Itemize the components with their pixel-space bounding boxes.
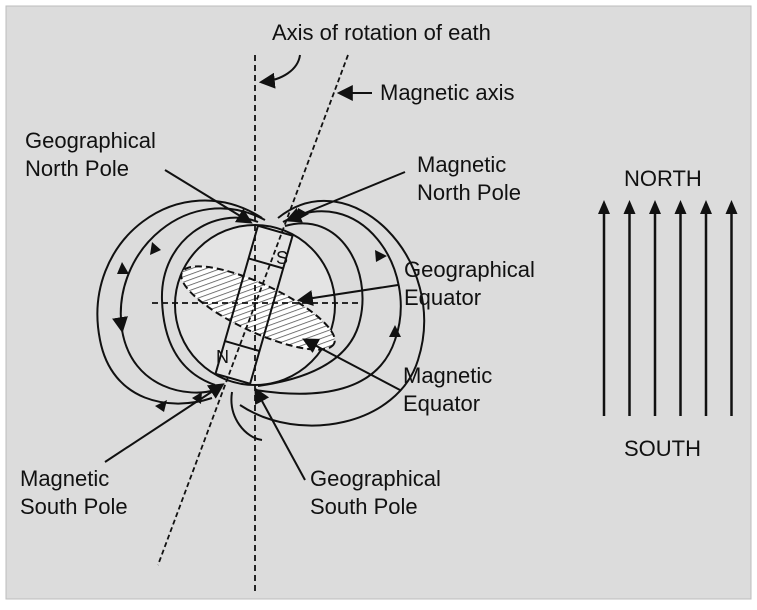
pointer-mag-north bbox=[285, 171, 406, 223]
magnet-south-pole-letter: S bbox=[276, 248, 288, 268]
field-line-left-3 bbox=[96, 199, 263, 405]
label-geo-equator-line2: Equator bbox=[404, 285, 481, 310]
field-arrow-right bbox=[389, 325, 401, 337]
label-rotation-axis: Axis of rotation of eath bbox=[272, 20, 491, 45]
field-arrow-mid-left bbox=[150, 242, 161, 255]
uniform-field-arrows bbox=[598, 200, 738, 416]
label-mag-south-line2: South Pole bbox=[20, 494, 128, 519]
magnetic-equator-band bbox=[180, 265, 336, 351]
label-south: SOUTH bbox=[624, 436, 701, 461]
field-line-right-2 bbox=[257, 222, 364, 387]
label-geo-north-line2: North Pole bbox=[25, 156, 129, 181]
bar-magnet-body bbox=[214, 224, 294, 385]
field-line-bottom-loop bbox=[230, 391, 263, 441]
label-mag-north-line1: Magnetic bbox=[417, 152, 506, 177]
label-mag-south-line1: Magnetic bbox=[20, 466, 109, 491]
pointer-mag-equator bbox=[302, 338, 401, 391]
field-arrow-lower-left bbox=[155, 400, 167, 412]
pointer-geo-south bbox=[254, 387, 306, 481]
label-geo-south-line2: South Pole bbox=[310, 494, 418, 519]
field-arrow-head bbox=[674, 200, 687, 214]
field-arrow-head bbox=[649, 200, 661, 214]
label-mag-equator-line2: Equator bbox=[403, 391, 480, 416]
label-geo-equator-line1: Geographical bbox=[404, 257, 535, 282]
label-north: NORTH bbox=[624, 166, 702, 191]
label-mag-equator-line1: Magnetic bbox=[403, 363, 492, 388]
pointer-lines bbox=[104, 54, 406, 481]
pointer-geo-north bbox=[164, 169, 253, 224]
field-arrow-head bbox=[623, 200, 636, 214]
diagram-background bbox=[5, 5, 752, 600]
magnet-north-pole-letter: N bbox=[216, 347, 229, 367]
field-lines bbox=[96, 199, 425, 441]
field-line-left-2 bbox=[160, 216, 259, 386]
label-mag-north-line2: North Pole bbox=[417, 180, 521, 205]
magnetic-axis-line bbox=[157, 54, 349, 566]
field-arrow-head bbox=[700, 200, 712, 214]
pointer-rotation-axis bbox=[258, 54, 301, 89]
bar-magnet-divider-bottom bbox=[224, 340, 260, 352]
field-line-right-3 bbox=[239, 199, 425, 427]
label-geo-south-line1: Geographical bbox=[310, 466, 441, 491]
field-arrow-head bbox=[725, 200, 738, 214]
field-arrow-head bbox=[598, 200, 610, 214]
field-arrow-upper-left bbox=[117, 262, 129, 274]
label-magnetic-axis: Magnetic axis bbox=[380, 80, 515, 105]
pointer-geo-equator bbox=[296, 284, 399, 306]
label-geo-north-line1: Geographical bbox=[25, 128, 156, 153]
field-line-left-1 bbox=[112, 207, 266, 394]
pointer-mag-south bbox=[104, 383, 225, 463]
field-arrow-upper-right bbox=[375, 250, 387, 262]
